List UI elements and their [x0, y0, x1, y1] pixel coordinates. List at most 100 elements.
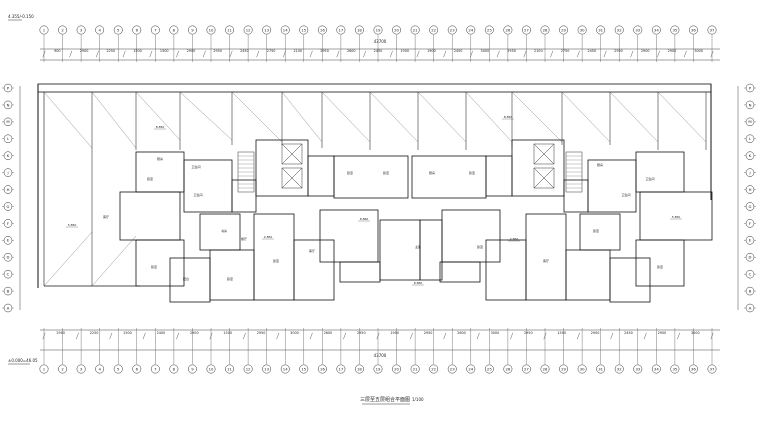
- dimension-text: 1500: [557, 331, 566, 335]
- level-label: 8.850: [156, 125, 165, 129]
- dimension-text: 2100: [534, 49, 543, 53]
- room-label: 卧室: [151, 264, 157, 269]
- dimension-text: 3000: [491, 331, 500, 335]
- top-axis-label: 32: [617, 27, 622, 32]
- top-axis-bubble: [503, 25, 513, 35]
- dimension-text: 2600: [347, 49, 356, 53]
- level-label: 8.860: [414, 281, 423, 285]
- top-axis-bubble: [614, 25, 624, 35]
- bottom-axis-label: 16: [320, 366, 325, 371]
- side-axis-label: C: [7, 272, 10, 277]
- bottom-axis-label: 13: [264, 366, 269, 371]
- bottom-axis-bubble: [633, 364, 643, 374]
- side-axis-label: A: [749, 305, 752, 310]
- room-label: 卧室: [593, 228, 599, 233]
- dimension-text: 3000: [481, 49, 490, 53]
- dimension-text: 2950: [357, 331, 366, 335]
- side-axis-label: F: [7, 221, 9, 226]
- top-axis-label: 1: [43, 27, 46, 32]
- room-label: 主卧: [415, 244, 421, 249]
- top-axis-bubble: [707, 25, 717, 35]
- bottom-axis-bubble: [243, 364, 253, 374]
- top-total-dimension: 43700: [374, 39, 387, 44]
- bottom-axis-bubble: [113, 364, 123, 374]
- dimension-text: 2100: [294, 49, 303, 53]
- dimension-text: 2950: [320, 49, 329, 53]
- room-label: 卫生间: [645, 176, 654, 181]
- bottom-axis-label: 11: [227, 366, 232, 371]
- level-label: 5.850: [672, 215, 681, 219]
- bottom-axis-label: 15: [301, 366, 306, 371]
- bottom-axis-label: 12: [246, 366, 251, 371]
- side-axis-label: B: [749, 288, 752, 293]
- bottom-axis-label: 24: [468, 366, 473, 371]
- bottom-axis-bubble: [614, 364, 624, 374]
- bottom-axis-label: 19: [376, 366, 381, 371]
- room-label: 阳台: [183, 276, 189, 281]
- top-axis-label: 5: [117, 27, 120, 32]
- bottom-axis-bubble: [336, 364, 346, 374]
- bottom-axis-bubble: [299, 364, 309, 374]
- bottom-axis-bubble: [484, 364, 494, 374]
- bottom-axis-label: 14: [283, 366, 288, 371]
- top-axis-bubble: [596, 25, 606, 35]
- top-axis-bubble: [76, 25, 86, 35]
- side-axis-bubble: [3, 236, 13, 245]
- bottom-axis-label: 21: [413, 366, 418, 371]
- top-axis-bubble: [262, 25, 272, 35]
- side-axis-bubble: [3, 303, 13, 313]
- bottom-axis-label: 1: [43, 366, 46, 371]
- bottom-axis-label: 10: [209, 366, 214, 371]
- bottom-axis-label: 8: [173, 366, 176, 371]
- level-label: 2.850: [264, 235, 273, 239]
- bottom-axis-bubble: [688, 364, 698, 374]
- side-axis-label: C: [749, 272, 752, 277]
- top-axis-bubble: [688, 25, 698, 35]
- side-axis-label: P: [7, 85, 10, 90]
- dimension-text: 2950: [257, 331, 266, 335]
- side-axis-bubble: [3, 117, 13, 127]
- side-axis-label: E: [7, 238, 10, 243]
- dimension-text: 1500: [133, 49, 142, 53]
- bottom-axis-bubble: [670, 364, 680, 374]
- dimension-text: 2950: [507, 49, 516, 53]
- level-label: 2.850: [510, 237, 519, 241]
- top-axis-bubble: [150, 25, 160, 35]
- top-axis-bubble: [58, 25, 68, 35]
- top-axis-bubble: [466, 25, 476, 35]
- room-label: 厨房: [429, 170, 435, 175]
- side-axis-bubble: [3, 151, 13, 160]
- top-axis-label: 24: [468, 27, 473, 32]
- room-label: 卧室: [383, 170, 389, 175]
- top-axis-bubble: [392, 25, 402, 35]
- side-axis-bubble: [745, 168, 755, 177]
- dimension-text: 2950: [524, 331, 533, 335]
- top-axis-bubble: [651, 25, 661, 35]
- top-axis-bubble: [336, 25, 346, 35]
- room-label: 卧室: [657, 264, 663, 269]
- side-axis-bubble: [745, 117, 755, 127]
- dimension-text: 1900: [400, 49, 409, 53]
- top-axis-label: 34: [654, 27, 659, 32]
- dimension-text: 2400: [157, 331, 166, 335]
- bottom-axis-label: 23: [450, 366, 455, 371]
- side-axis-label: G: [7, 204, 10, 209]
- top-axis-label: 11: [227, 27, 232, 32]
- bottom-axis-bubble: [169, 364, 179, 374]
- bottom-axis-bubble: [521, 364, 531, 374]
- side-axis-label: E: [749, 238, 752, 243]
- dimension-text: 3000: [694, 49, 703, 53]
- top-axis-bubble: [633, 25, 643, 35]
- side-axis-bubble: [745, 252, 755, 262]
- bottom-axis-label: 25: [487, 366, 492, 371]
- drawing-scale: 1/100: [412, 397, 424, 402]
- dimension-text: 2900: [658, 331, 667, 335]
- bottom-axis-label: 9: [191, 366, 194, 371]
- dimension-text: 1500: [223, 331, 232, 335]
- bottom-axis-bubble: [540, 364, 550, 374]
- side-axis-bubble: [3, 168, 13, 177]
